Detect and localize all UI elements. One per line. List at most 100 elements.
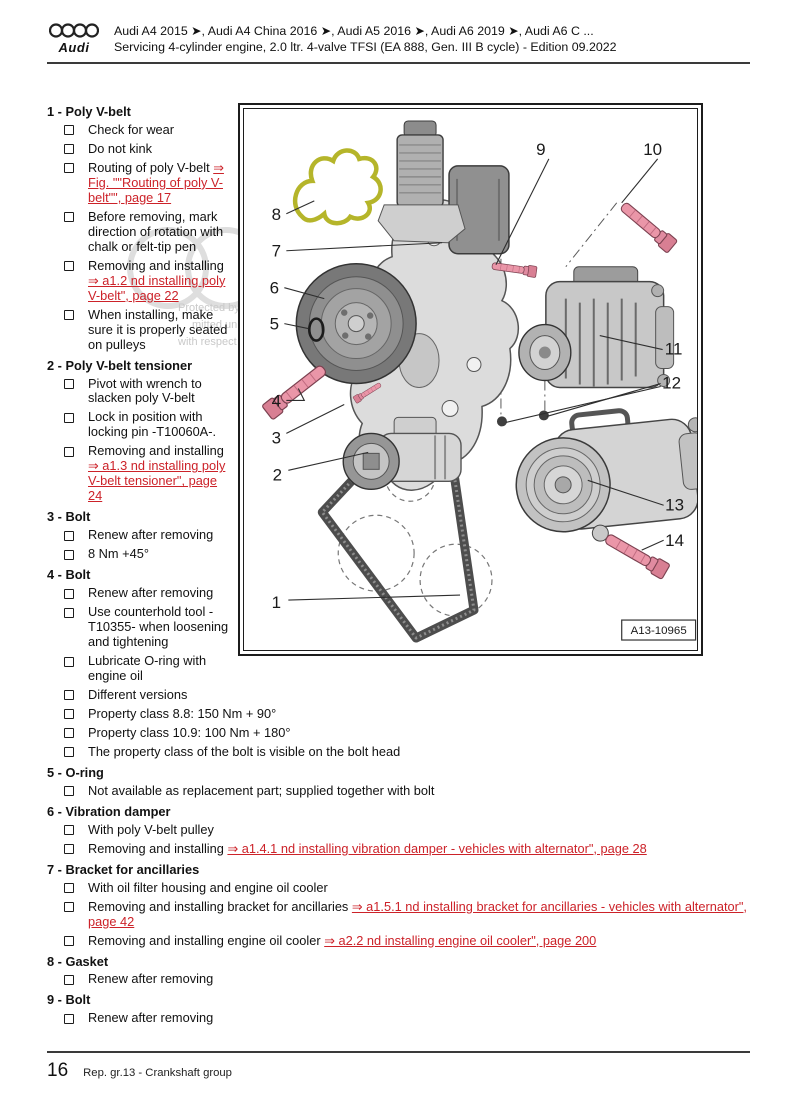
- reference-link[interactable]: ⇒ a2.2 nd installing engine oil cooler",…: [324, 932, 597, 948]
- item-text: Renew after removing: [88, 971, 214, 987]
- leader-9: [495, 158, 550, 265]
- section-heading: 5 - O-ring: [47, 764, 104, 780]
- checkbox-icon: [64, 607, 74, 618]
- leader-6: [284, 287, 325, 300]
- checkbox-icon: [64, 212, 74, 223]
- callout-label: 2: [273, 465, 282, 484]
- item-text: Use counterhold tool -T10355- when loose…: [88, 604, 229, 650]
- checkbox-icon: [64, 412, 74, 423]
- checkbox-icon: [64, 747, 74, 758]
- leader-4: [286, 388, 306, 402]
- main-content: 9 10 8 7 6 5 11 12 4 3 2 13 14 1: [47, 99, 750, 1030]
- axis-line: [565, 202, 618, 268]
- section-heading: 8 - Gasket: [47, 953, 109, 969]
- checkbox-icon: [64, 163, 74, 174]
- section-items: Renew after removing: [47, 1010, 750, 1026]
- item-text: Lubricate O-ring with engine oil: [88, 653, 207, 683]
- checkbox-icon: [64, 709, 74, 720]
- leader-5: [284, 323, 309, 330]
- figure-code-label: A13-10965: [621, 619, 697, 641]
- reference-link[interactable]: ⇒ a1.2 nd installing poly V-belt", page …: [88, 272, 226, 303]
- audi-logo: Audi: [47, 20, 101, 55]
- item-text: Removing and installing engine oil coole…: [88, 932, 325, 948]
- callout-label: 5: [270, 315, 279, 334]
- engine-diagram-frame: 9 10 8 7 6 5 11 12 4 3 2 13 14 1: [238, 103, 703, 656]
- item-text: Removing and installing bracket for anci…: [88, 898, 352, 914]
- list-item: Removing and installing ⇒ a1.3 nd instal…: [47, 443, 750, 504]
- reference-link[interactable]: ⇒ a1.4.1 nd installing vibration damper …: [227, 840, 647, 856]
- list-item: 8 Nm +45°: [47, 546, 750, 562]
- figure-wrapper: 9 10 8 7 6 5 11 12 4 3 2 13 14 1: [238, 103, 750, 656]
- item-text: Property class 8.8: 150 Nm + 90°: [88, 705, 277, 721]
- leader-7: [286, 242, 443, 252]
- item-text: Different versions: [88, 686, 188, 702]
- bracket-hole: [466, 357, 482, 373]
- section-items: Renew after removing: [47, 971, 750, 987]
- callout-label: 8: [272, 205, 281, 224]
- callout-label: 12: [662, 373, 681, 392]
- item-text: Before removing, mark direction of rotat…: [88, 208, 224, 254]
- list-item: When installing, make sure it is properl…: [47, 307, 750, 353]
- section-items: Pivot with wrench to slacken poly V-belt…: [47, 376, 750, 505]
- item-text: The property class of the bolt is visibl…: [88, 743, 401, 759]
- checkbox-icon: [64, 530, 74, 541]
- leader-11: [599, 335, 663, 351]
- model-list-line: Audi A4 2015 ➤, Audi A4 China 2016 ➤, Au…: [114, 24, 594, 38]
- footer-caption: Rep. gr.13 - Crankshaft group: [83, 1067, 232, 1079]
- audi-rings-icon: [49, 23, 99, 38]
- item-text: Renew after removing: [88, 527, 214, 543]
- section-heading: 3 - Bolt: [47, 509, 91, 525]
- item-text: With oil filter housing and engine oil c…: [88, 879, 328, 895]
- item-text: Check for wear: [88, 121, 175, 137]
- checkbox-icon: [64, 656, 74, 667]
- checkbox-icon: [64, 588, 74, 599]
- checkbox-icon: [64, 446, 74, 457]
- reference-link[interactable]: ⇒ a1.3 nd installing poly V-belt tension…: [88, 458, 226, 504]
- item-text: Renew after removing: [88, 585, 214, 601]
- item-text: Property class 10.9: 100 Nm + 180°: [88, 724, 291, 740]
- o-ring: [308, 317, 325, 342]
- ghost-pulley: [337, 514, 415, 592]
- figure-code: A13-10965: [631, 625, 687, 637]
- gasket-clip: [292, 148, 383, 226]
- alternator: [518, 266, 675, 389]
- reference-link[interactable]: ⇒ a1.5.1 nd installing bracket for ancil…: [88, 898, 747, 929]
- checkbox-icon: [64, 902, 74, 913]
- list-item: Removing and installing engine oil coole…: [47, 932, 750, 949]
- callout-label: 4: [272, 391, 281, 410]
- list-item: Check for wear: [47, 121, 750, 138]
- list-item: Renew after removing: [47, 585, 750, 601]
- ac-compressor: [515, 408, 697, 542]
- leader-10: [621, 158, 659, 204]
- section-heading: 1 - Poly V-belt: [47, 104, 131, 119]
- item-text: Lock in position with locking pin -T1006…: [88, 409, 217, 440]
- section-items: Not available as replacement part; suppl…: [47, 783, 750, 799]
- vibration-damper: [295, 262, 417, 385]
- callout-label: 10: [643, 140, 662, 159]
- callout-label: 11: [665, 340, 683, 359]
- item-text: Do not kink: [88, 140, 153, 156]
- list-item: Removing and installing bracket for anci…: [47, 898, 750, 930]
- list-item: Property class 10.9: 100 Nm + 180°: [47, 724, 750, 741]
- list-item: Routing of poly V-belt ⇒ Fig. ""Routing …: [47, 159, 750, 206]
- list-item: With oil filter housing and engine oil c…: [47, 879, 750, 896]
- callout-label: 13: [665, 495, 684, 514]
- list-item: Lubricate O-ring with engine oil: [47, 653, 750, 684]
- item-text: Removing and installing: [88, 840, 228, 856]
- list-item: Use counterhold tool -T10355- when loose…: [47, 604, 750, 650]
- list-item: Before removing, mark direction of rotat…: [47, 208, 750, 255]
- list-item: Pivot with wrench to slacken poly V-belt: [47, 376, 750, 407]
- reference-link[interactable]: ⇒ Fig. ""Routing of poly V-belt"", page …: [88, 159, 224, 205]
- leader-13: [587, 479, 664, 506]
- belt-ribs: [320, 458, 476, 640]
- leader-14: [641, 539, 664, 551]
